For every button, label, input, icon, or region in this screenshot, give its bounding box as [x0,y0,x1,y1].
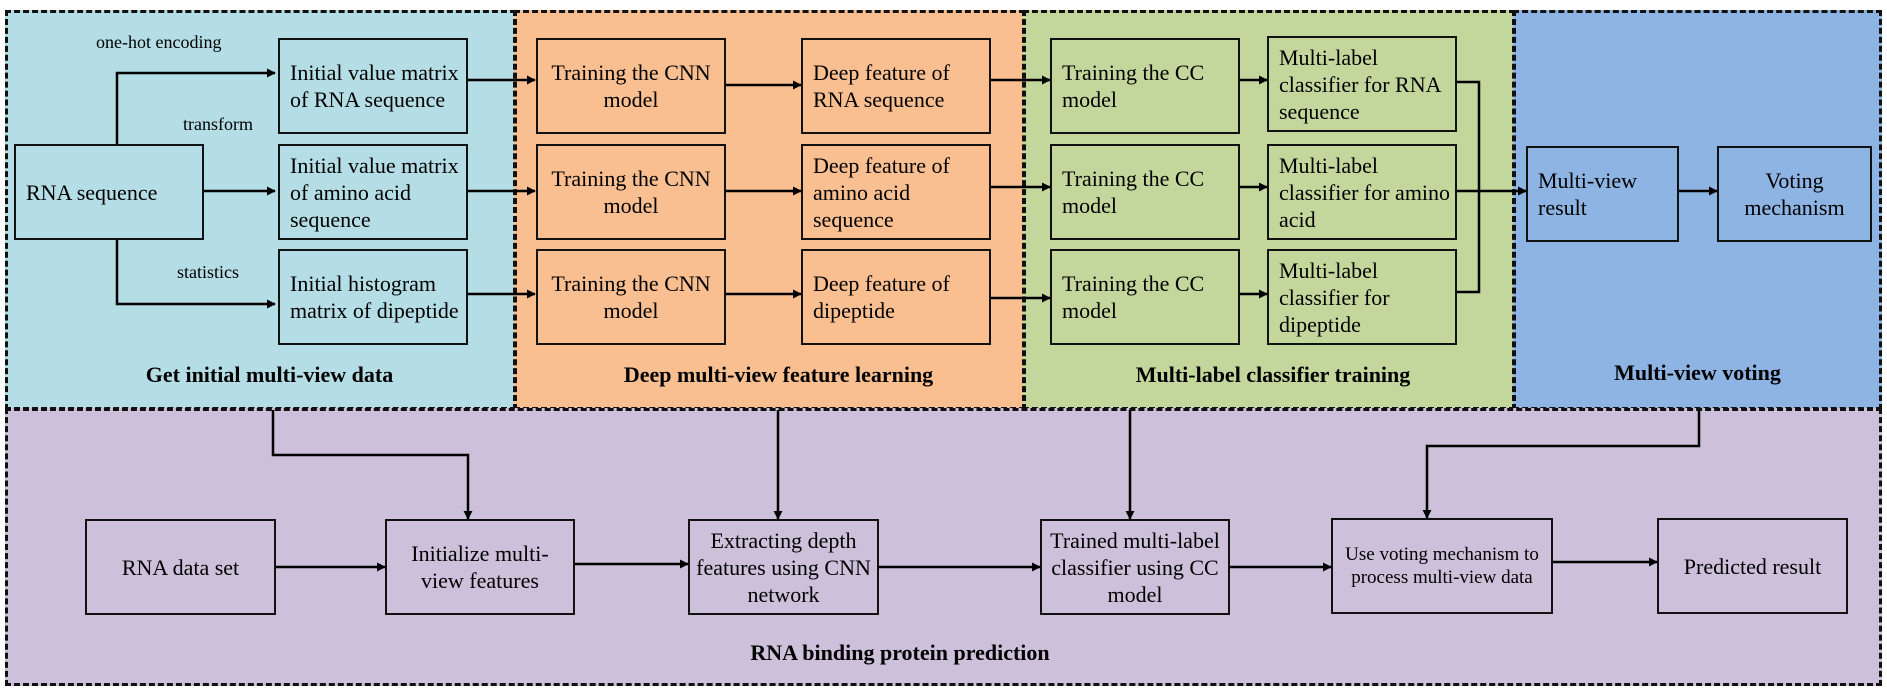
box-deep-dipeptide: Deep feature of dipeptide [801,249,991,345]
edge-label-transform: transform [183,114,253,134]
box-ml-rna: Multi-label classifier for RNA sequence [1267,36,1457,132]
arrow-panel4-down [1422,410,1701,519]
panel-title-prediction: RNA binding protein prediction [750,640,1050,665]
box-extract-depth: Extracting depth features using CNN netw… [688,519,879,615]
box-deep-rna: Deep feature of RNA sequence [801,38,991,134]
box-init-multiview: Initialize multi-view features [385,519,575,615]
box-cc-2: Training the CC model [1050,144,1240,240]
panel-title-voting: Multi-view voting [1614,360,1781,385]
merge-ml-top [1457,80,1481,294]
panel-title-deep: Deep multi-view feature learning [623,362,934,387]
box-deep-amino: Deep feature of amino acid sequence [801,144,991,240]
box-ml-dipeptide: Multi-label classifier for dipeptide [1267,249,1457,345]
box-rna-sequence: RNA sequence [14,144,204,240]
edge-label-statistics: statistics [177,262,239,282]
box-cnn-2: Training the CNN model [536,144,726,240]
box-use-voting: Use voting mechanism to process multi-vi… [1331,518,1553,614]
box-cnn-3: Training the CNN model [536,249,726,345]
box-cc-3: Training the CC model [1050,249,1240,345]
box-voting-mechanism: Voting mechanism [1717,146,1872,242]
box-ml-amino: Multi-label classifier for amino acid [1267,144,1457,240]
edge-label-onehot: one-hot encoding [96,32,222,52]
panel-title-classifier: Multi-label classifier training [1135,362,1411,387]
arrow-onehot [115,68,276,144]
box-cnn-1: Training the CNN model [536,38,726,134]
box-rna-dataset: RNA data set [85,519,276,615]
box-init-amino: Initial value matrix of amino acid seque… [278,144,468,240]
arrow-panel1-down [271,410,473,520]
box-multi-view-result: Multi-view result [1526,146,1679,242]
box-predicted-result: Predicted result [1657,518,1848,614]
panel-title-initial: Get initial multi-view data [145,362,394,387]
box-init-dipeptide: Initial histogram matrix of dipeptide [278,249,468,345]
box-trained-classifier: Trained multi-label classifier using CC … [1040,519,1230,615]
box-cc-1: Training the CC model [1050,38,1240,134]
panel-voting [1513,10,1882,410]
box-init-rna: Initial value matrix of RNA sequence [278,38,468,134]
arrow-statistics [115,240,276,309]
